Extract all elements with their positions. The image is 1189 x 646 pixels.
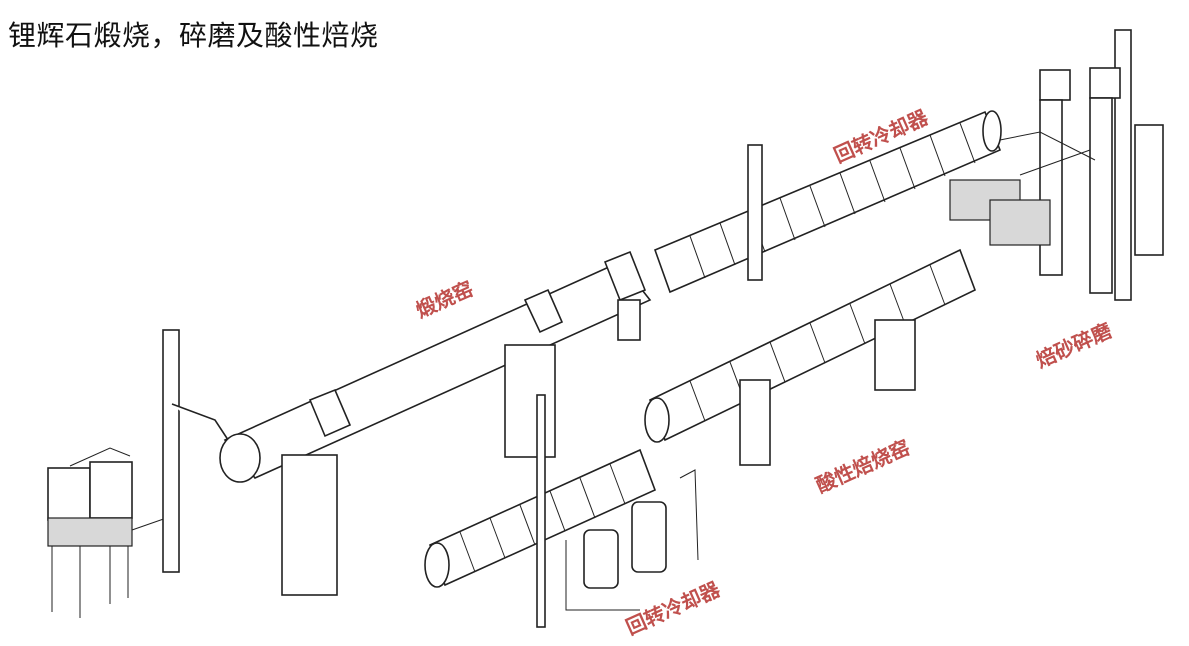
label-calcining-kiln: 煅烧窑 (412, 276, 477, 322)
scrubber-tanks (565, 469, 699, 611)
page-title: 锂辉石煅烧，碎磨及酸性焙烧 (8, 19, 379, 52)
dust-collector (47, 447, 179, 618)
label-rotary-cooler-lower: 回转冷却器 (622, 577, 724, 640)
calcining-kiln (219, 250, 652, 596)
grinding-tower (949, 29, 1164, 301)
acid-roasting-kiln (644, 248, 977, 466)
label-roast-grinding: 焙砂碎磨 (1032, 318, 1115, 372)
rotary-cooler-lower (424, 394, 657, 628)
label-acid-roasting-kiln: 酸性焙烧窑 (812, 435, 913, 498)
rotary-cooler-upper (653, 110, 1002, 294)
